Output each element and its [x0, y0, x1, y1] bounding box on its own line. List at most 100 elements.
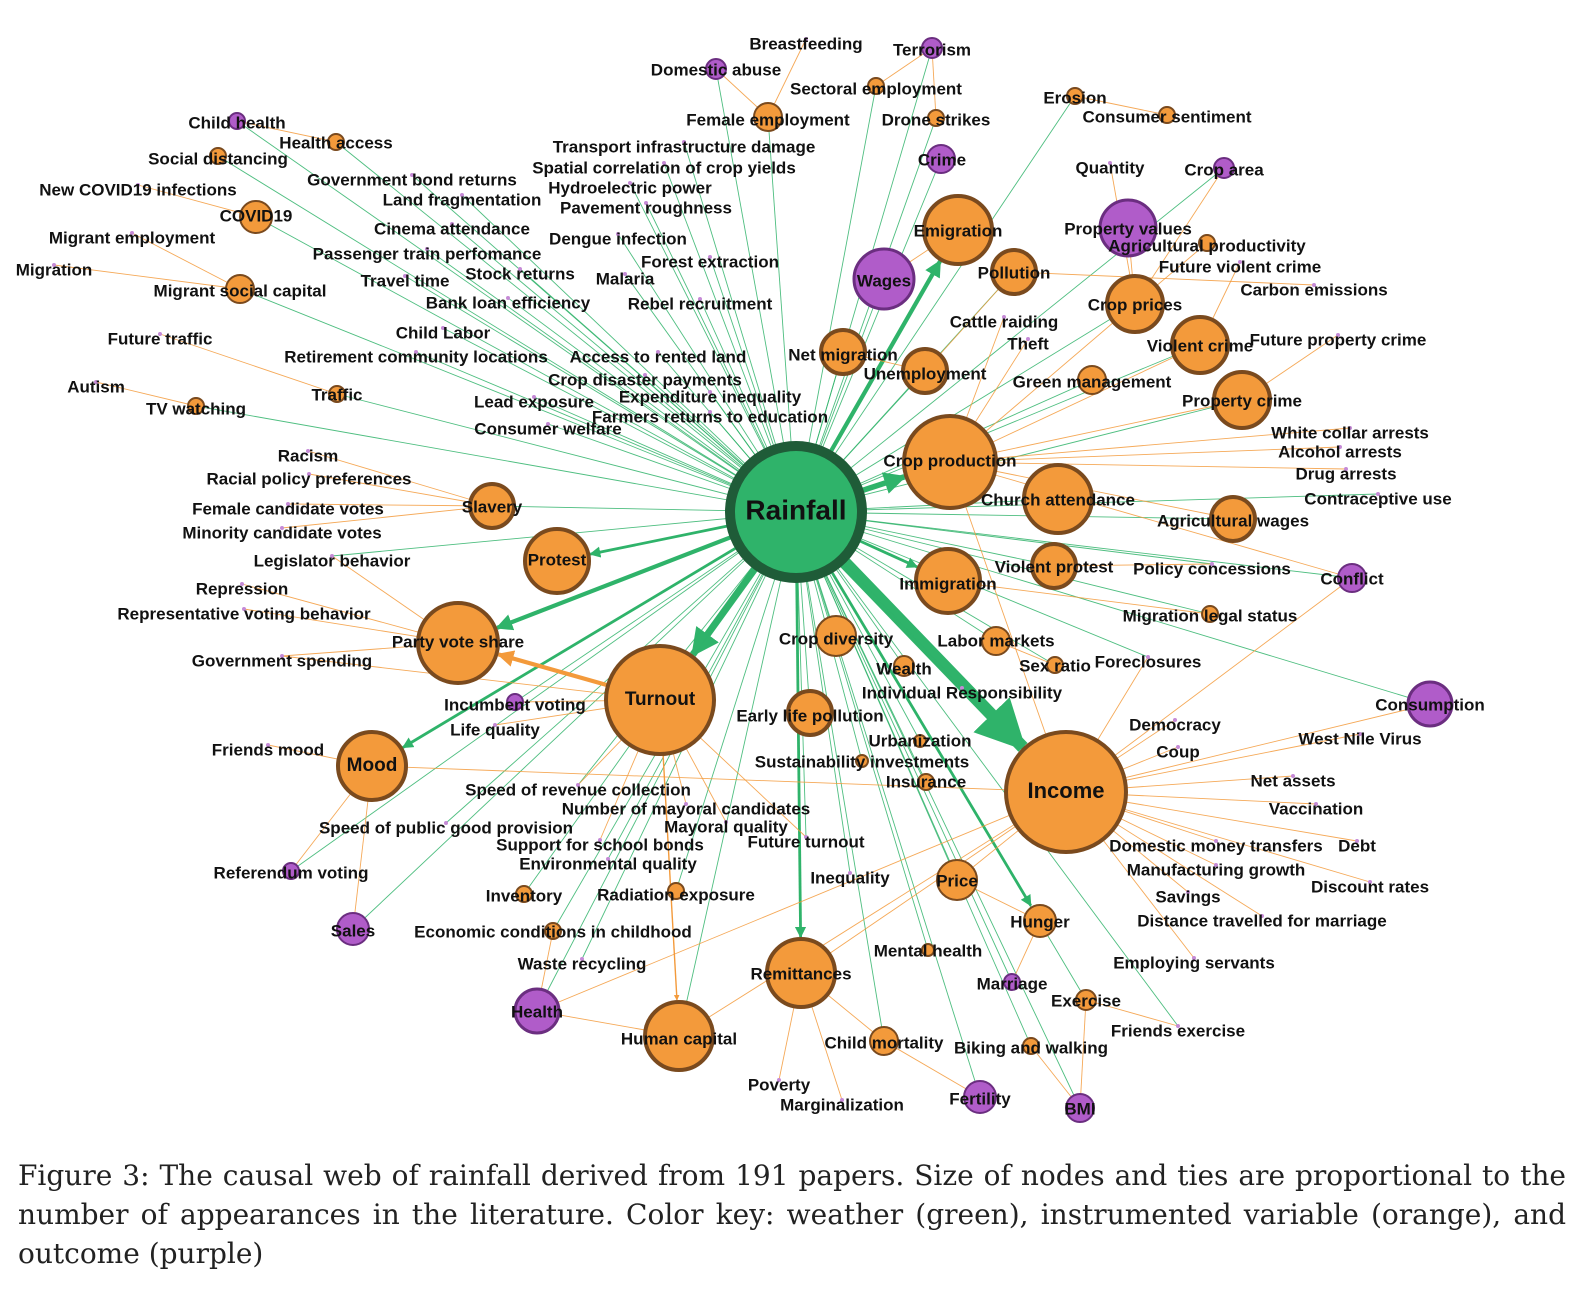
node-migration_legal_status — [1201, 605, 1219, 623]
node-malaria — [623, 272, 627, 276]
node-white_collar_arrests — [1348, 426, 1352, 430]
node-migration — [52, 263, 56, 267]
label-spatial_correlation: Spatial correlation of crop yields — [532, 158, 796, 177]
label-hunger: Hunger — [1010, 912, 1070, 931]
node-party_vote_share — [416, 601, 500, 685]
node-policy_concessions — [1210, 562, 1214, 566]
label-expenditure_inequality: Expenditure inequality — [619, 387, 802, 406]
node-child_health — [228, 112, 246, 130]
node-pavement_roughness — [644, 201, 648, 205]
edge-exercise-friends_exercise — [1085, 999, 1179, 1027]
label-legislator_behavior: Legislator behavior — [254, 551, 411, 570]
label-church_attendance: Church attendance — [981, 490, 1135, 509]
edge-rainfall-sales — [352, 511, 797, 930]
edge-slavery-female_candidate_votes — [287, 503, 493, 507]
label-breastfeeding: Breastfeeding — [749, 34, 862, 53]
label-sectoral_employment: Sectoral employment — [790, 79, 962, 98]
edge-rainfall-child_health — [236, 120, 797, 513]
edge-rainfall-land_fragmentation — [461, 194, 797, 513]
label-stock_returns: Stock returns — [465, 264, 575, 283]
label-dengue_infection: Dengue infection — [549, 229, 687, 248]
node-mayoral_quality — [724, 820, 728, 824]
label-child_labor: Child Labor — [396, 323, 491, 342]
label-cinema_attendance: Cinema attendance — [374, 219, 530, 238]
edge-rainfall-social_distancing — [217, 155, 797, 513]
node-drug_arrests — [1344, 467, 1348, 471]
node-future_turnout — [804, 835, 808, 839]
label-erosion: Erosion — [1043, 88, 1106, 107]
label-sex_ratio: Sex ratio — [1019, 656, 1091, 675]
edge-rainfall-human_capital — [678, 511, 797, 1037]
edge-rainfall-health — [536, 511, 797, 1012]
node-representative_voting_behavior — [242, 607, 246, 611]
label-tv_watching: TV watching — [146, 399, 246, 418]
label-hydroelectric_power: Hydroelectric power — [548, 178, 712, 197]
label-future_property_crime: Future property crime — [1250, 330, 1427, 349]
node-future_violent_crime — [1238, 260, 1242, 264]
node-stock_returns — [518, 267, 522, 271]
node-cinema_attendance — [450, 222, 454, 226]
edge-rainfall-tv_watching — [195, 405, 797, 513]
edge-rainfall-income — [837, 555, 1028, 752]
label-conflict: Conflict — [1320, 569, 1384, 588]
node-consumer_sentiment — [1158, 106, 1176, 124]
node-social_distancing — [209, 147, 227, 165]
label-discount_rates: Discount rates — [1311, 877, 1429, 896]
node-net_migration — [819, 328, 867, 376]
label-support_for_school_bonds: Support for school bonds — [496, 835, 704, 854]
edge-rainfall-passenger_train_perfomance — [426, 248, 797, 513]
edge-rainfall-crop_production — [857, 472, 907, 495]
label-crop_disaster_payments: Crop disaster payments — [548, 370, 742, 389]
label-racism: Racism — [278, 446, 338, 465]
node-legislator_behavior — [330, 554, 334, 558]
node-hunger — [1023, 904, 1057, 938]
label-contraceptive_use: Contraceptive use — [1304, 489, 1451, 508]
label-slavery: Slavery — [462, 497, 523, 516]
label-migration: Migration — [16, 260, 93, 279]
label-price: Price — [936, 871, 978, 890]
node-exercise — [1075, 989, 1097, 1011]
edge-exercise-bmi — [1079, 999, 1087, 1109]
label-exercise: Exercise — [1051, 991, 1121, 1010]
label-individual_responsibility: Individual Responsibility — [862, 683, 1063, 702]
node-violent_crime — [1170, 315, 1230, 375]
label-emigration: Emigration — [914, 221, 1003, 240]
label-incumbent_voting: Incumbent voting — [444, 695, 586, 714]
node-traffic — [328, 385, 346, 403]
edge-income-health — [536, 791, 1067, 1012]
edge-crop_production-conflict — [949, 461, 1353, 579]
node-emigration — [922, 194, 994, 266]
node-child_labor — [441, 326, 445, 330]
node-property_values — [1098, 198, 1158, 258]
node-access_to_rented_land — [656, 350, 660, 354]
node-health_access — [327, 133, 345, 151]
edge-rainfall-remittances — [794, 577, 807, 939]
node-quantity — [1108, 161, 1112, 165]
label-speed_of_public_good_provision: Speed of public good provision — [319, 818, 573, 837]
edge-rainfall-emigration — [827, 259, 942, 456]
label-crime: Crime — [918, 150, 966, 169]
label-white_collar_arrests: White collar arrests — [1271, 423, 1429, 442]
node-turnout — [604, 644, 716, 756]
label-cattle_raiding: Cattle raiding — [950, 312, 1059, 331]
node-speed_of_revenue_collection — [576, 783, 580, 787]
label-quantity: Quantity — [1076, 158, 1145, 177]
node-spatial_correlation — [662, 161, 666, 165]
node-rainfall — [725, 441, 867, 583]
label-wages: Wages — [857, 271, 911, 290]
node-marginalization — [840, 1098, 844, 1102]
node-environmental_quality — [606, 857, 610, 861]
label-waste_recycling: Waste recycling — [518, 954, 647, 973]
edge-rainfall-fertility — [795, 511, 981, 1098]
label-passenger_train_perfomance: Passenger train perfomance — [313, 244, 542, 263]
node-debt — [1355, 839, 1359, 843]
label-environmental_quality: Environmental quality — [519, 854, 697, 873]
edge-rainfall-covid19 — [255, 216, 797, 513]
edge-rainfall-immigration — [855, 538, 919, 569]
node-insurance — [917, 773, 935, 791]
node-conflict — [1337, 563, 1367, 593]
label-vaccination: Vaccination — [1269, 799, 1363, 818]
node-domestic_abuse — [705, 58, 727, 80]
node-crime — [926, 144, 956, 174]
node-forest_extraction — [708, 255, 712, 259]
